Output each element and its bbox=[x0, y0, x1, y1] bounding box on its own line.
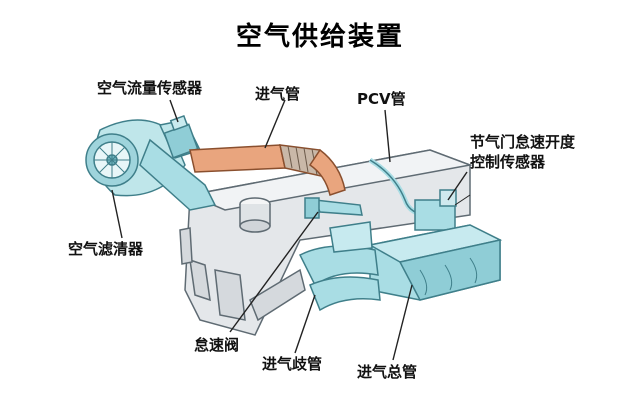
label-idle-valve: 怠速阀 bbox=[194, 336, 240, 354]
throttle-body-drawing bbox=[414, 189, 471, 231]
label-intake-plenum: 进气总管 bbox=[357, 363, 418, 381]
leader-lines bbox=[111, 99, 468, 361]
intake-pipe-drawing bbox=[189, 144, 346, 196]
label-throttle-idle-sensor-line2: 控制传感器 bbox=[470, 153, 546, 171]
idle-valve-drawing bbox=[304, 197, 363, 219]
diagram-title: 空气供给装置 bbox=[235, 22, 404, 52]
label-pcv-pipe: PCV管 bbox=[357, 90, 406, 108]
label-intake-pipe: 进气管 bbox=[255, 85, 301, 103]
intake-plenum-drawing bbox=[367, 224, 503, 301]
label-throttle-idle-sensor-line1: 节气门怠速开度 bbox=[470, 133, 576, 151]
intake-manifold-drawing bbox=[298, 221, 381, 312]
label-intake-manifold: 进气歧管 bbox=[262, 355, 323, 373]
label-air-flow-sensor: 空气流量传感器 bbox=[97, 79, 203, 97]
oil-cap bbox=[239, 197, 271, 233]
label-air-filter: 空气滤清器 bbox=[68, 240, 144, 258]
